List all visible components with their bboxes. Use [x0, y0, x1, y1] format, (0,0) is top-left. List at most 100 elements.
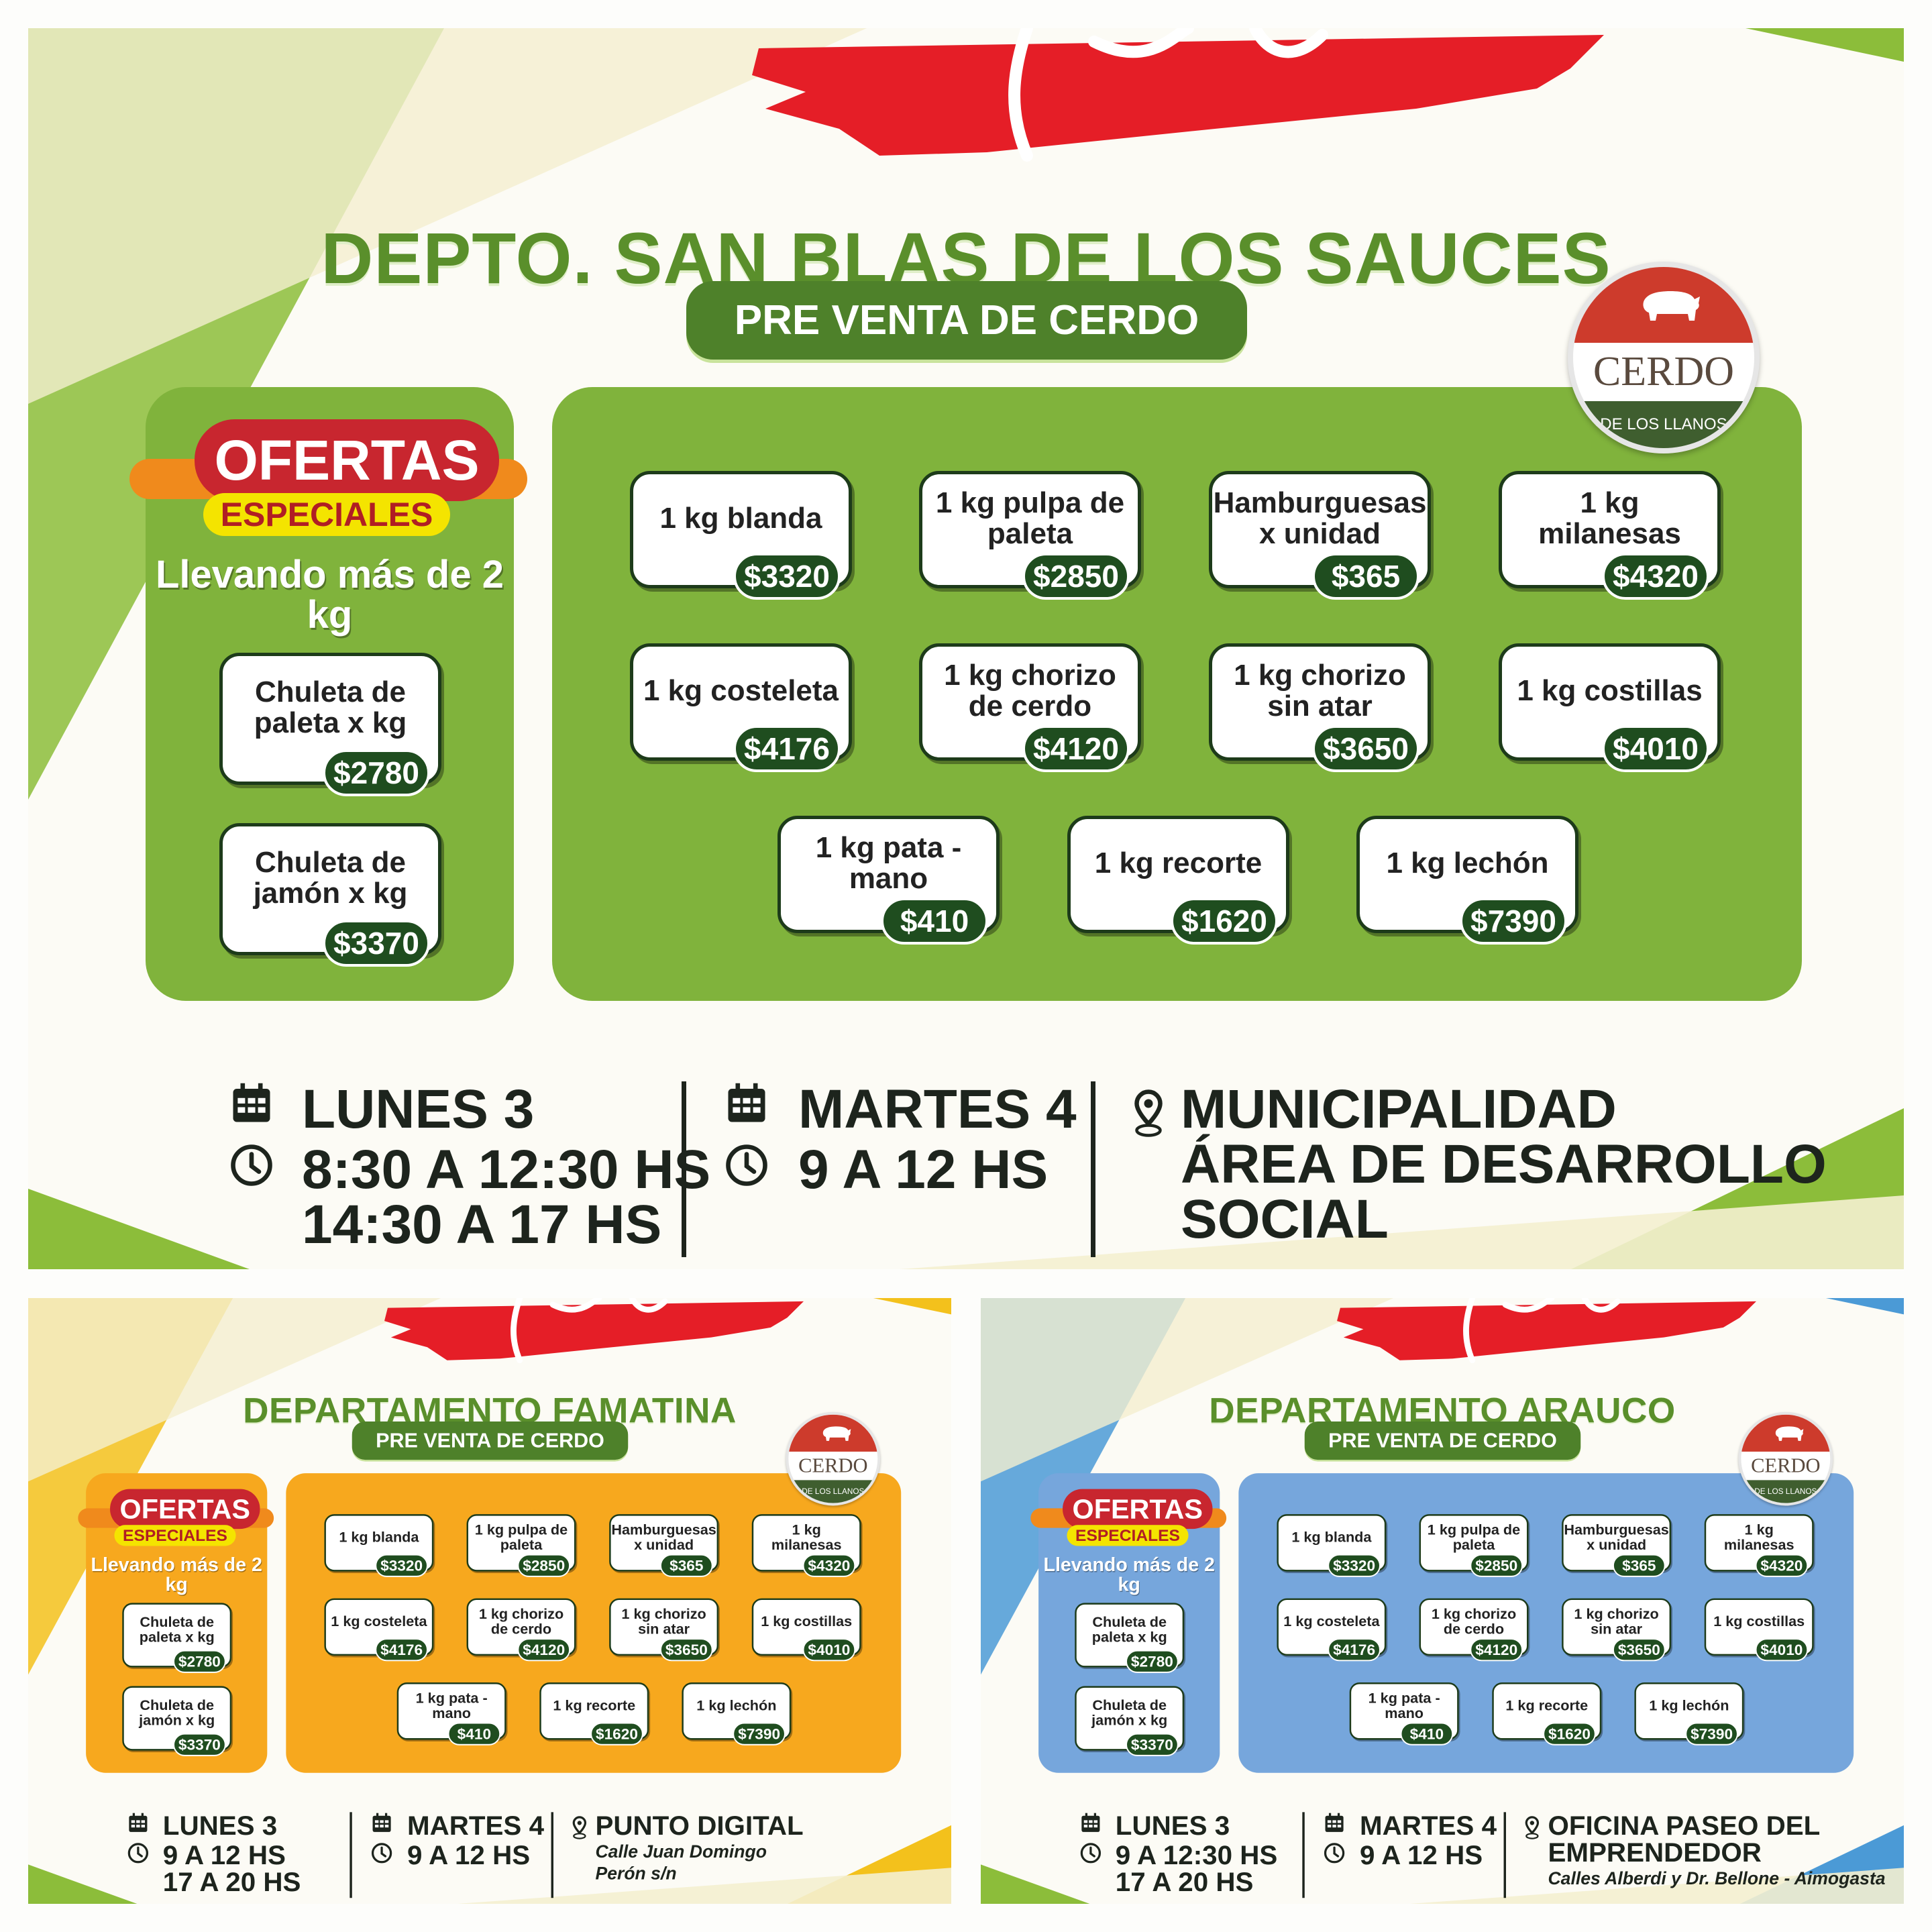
brush-banner	[1337, 1298, 1757, 1364]
product-price: $4320	[1755, 1554, 1809, 1577]
product-card: 1 kg milanesas $4320	[751, 1514, 861, 1577]
offer-card: Chuleta de jamón x kg $3370	[122, 1686, 232, 1756]
product-card: 1 kg recorte $1620	[1492, 1682, 1602, 1746]
product-card: Hamburguesas x unidad $365	[1562, 1514, 1672, 1577]
product-card: 1 kg lechón $7390	[1634, 1682, 1744, 1746]
product-price: $410	[881, 898, 988, 945]
product-name: 1 kg chorizo de cerdo	[944, 658, 1116, 722]
product-card: 1 kg lechón $7390	[1356, 816, 1578, 945]
offers-subtitle: ESPECIALES	[114, 1525, 236, 1546]
product-name: 1 kg pata - mano	[1368, 1690, 1440, 1721]
pre-sale-banner: PRE VENTA DE CERDO	[686, 281, 1247, 360]
product-name: 1 kg lechón	[1649, 1697, 1729, 1714]
clock-icon	[229, 1143, 274, 1191]
divider	[350, 1812, 352, 1898]
divider	[682, 1081, 686, 1257]
product-name: 1 kg blanda	[659, 501, 822, 535]
product-name: Hamburguesas x unidad	[1213, 486, 1427, 550]
day2-time: 9 A 12 HS	[798, 1139, 1049, 1200]
divider	[1302, 1812, 1305, 1898]
pre-sale-banner: PRE VENTA DE CERDO	[1304, 1421, 1581, 1460]
offers-subtitle: ESPECIALES	[1067, 1525, 1189, 1546]
offer-price: $3370	[1126, 1733, 1179, 1756]
product-price: $2850	[517, 1554, 571, 1577]
product-price: $1620	[1543, 1722, 1596, 1746]
product-price: $7390	[733, 1722, 786, 1746]
product-card: 1 kg milanesas $4320	[1704, 1514, 1814, 1577]
day1-time: 17 A 20 HS	[162, 1867, 301, 1897]
product-name: 1 kg blanda	[1291, 1529, 1372, 1546]
product-card: 1 kg blanda $3320	[630, 471, 852, 600]
product-name: 1 kg chorizo sin atar	[621, 1605, 706, 1637]
product-price: $4320	[1602, 553, 1709, 600]
product-name: 1 kg lechón	[1386, 846, 1549, 879]
day1-time: 17 A 20 HS	[1115, 1867, 1254, 1897]
logo-name: CERDO	[1593, 349, 1735, 395]
product-price: $4120	[1022, 725, 1130, 772]
offer-price: $2780	[173, 1650, 226, 1673]
offer-name: Chuleta de jamón x kg	[1091, 1697, 1168, 1729]
product-card: 1 kg pata - mano $410	[396, 1682, 506, 1746]
location-name: EMPRENDEDOR	[1548, 1837, 1762, 1868]
calendar-icon	[1080, 1812, 1102, 1835]
location-address: Calle Juan Domingo	[595, 1841, 767, 1862]
product-name: 1 kg chorizo sin atar	[1234, 658, 1406, 722]
location-pin-icon	[1128, 1088, 1169, 1142]
offer-name: Chuleta de paleta x kg	[139, 1613, 215, 1646]
product-card: 1 kg blanda $3320	[1277, 1514, 1387, 1577]
calendar-icon	[127, 1812, 149, 1835]
clock-icon	[1080, 1842, 1102, 1866]
product-card: 1 kg chorizo sin atar $3650	[1562, 1598, 1672, 1662]
logo-tagline: DE LOS LLANOS	[1573, 400, 1754, 448]
product-name: 1 kg milanesas	[1538, 486, 1681, 550]
product-name: 1 kg chorizo de cerdo	[478, 1605, 564, 1637]
product-price: $365	[659, 1554, 713, 1577]
day2-label: MARTES 4	[1359, 1811, 1497, 1841]
day1-label: LUNES 3	[302, 1079, 535, 1140]
offers-title: OFERTAS	[110, 1489, 260, 1529]
location-name: OFICINA PASEO DEL	[1548, 1811, 1821, 1841]
product-name: 1 kg pata - mano	[415, 1690, 488, 1721]
offers-condition: Llevando más de 2 kg	[91, 1554, 262, 1595]
product-price: $4320	[802, 1554, 856, 1577]
day2-time: 9 A 12 HS	[407, 1840, 531, 1870]
offer-name: Chuleta de jamón x kg	[139, 1697, 215, 1729]
brush-banner	[752, 28, 1604, 162]
product-price: $4120	[1470, 1638, 1523, 1662]
product-price: $3320	[375, 1554, 428, 1577]
product-card: 1 kg chorizo de cerdo $4120	[1419, 1598, 1529, 1662]
product-card: 1 kg costeleta $4176	[324, 1598, 434, 1662]
offer-price: $2780	[1126, 1650, 1179, 1673]
pig-icon	[819, 1424, 852, 1444]
product-name: 1 kg pulpa de paleta	[1427, 1521, 1521, 1553]
logo-tagline: DE LOS LLANOS	[1741, 1480, 1831, 1503]
product-price: $3320	[1328, 1554, 1381, 1577]
location-name: ÁREA DE DESARROLLO	[1181, 1134, 1827, 1195]
cerdo-logo: CERDO DE LOS LLANOS	[1568, 262, 1760, 453]
pig-icon	[1772, 1424, 1805, 1444]
location-pin-icon	[570, 1815, 590, 1842]
product-name: 1 kg lechón	[696, 1697, 777, 1714]
divider	[551, 1812, 553, 1898]
product-name: 1 kg chorizo de cerdo	[1431, 1605, 1517, 1637]
product-card: 1 kg pulpa de paleta $2850	[919, 471, 1141, 600]
product-price: $4176	[733, 725, 841, 772]
product-card: 1 kg chorizo de cerdo $4120	[919, 643, 1141, 772]
product-card: 1 kg blanda $3320	[324, 1514, 434, 1577]
product-card: 1 kg lechón $7390	[682, 1682, 792, 1746]
product-card: 1 kg costeleta $4176	[1277, 1598, 1387, 1662]
product-name: 1 kg costeleta	[331, 1613, 427, 1629]
offer-card: Chuleta de paleta x kg $2780	[219, 653, 441, 796]
calendar-icon	[229, 1081, 274, 1129]
product-price: $7390	[1685, 1722, 1738, 1746]
clock-icon	[371, 1842, 392, 1866]
product-card: 1 kg pata - mano $410	[777, 816, 1000, 945]
day2-label: MARTES 4	[407, 1811, 545, 1841]
day1-time: 9 A 12 HS	[162, 1840, 286, 1870]
offer-name: Chuleta de paleta x kg	[254, 675, 407, 739]
product-price: $4120	[517, 1638, 571, 1662]
pre-sale-banner: PRE VENTA DE CERDO	[352, 1421, 629, 1460]
